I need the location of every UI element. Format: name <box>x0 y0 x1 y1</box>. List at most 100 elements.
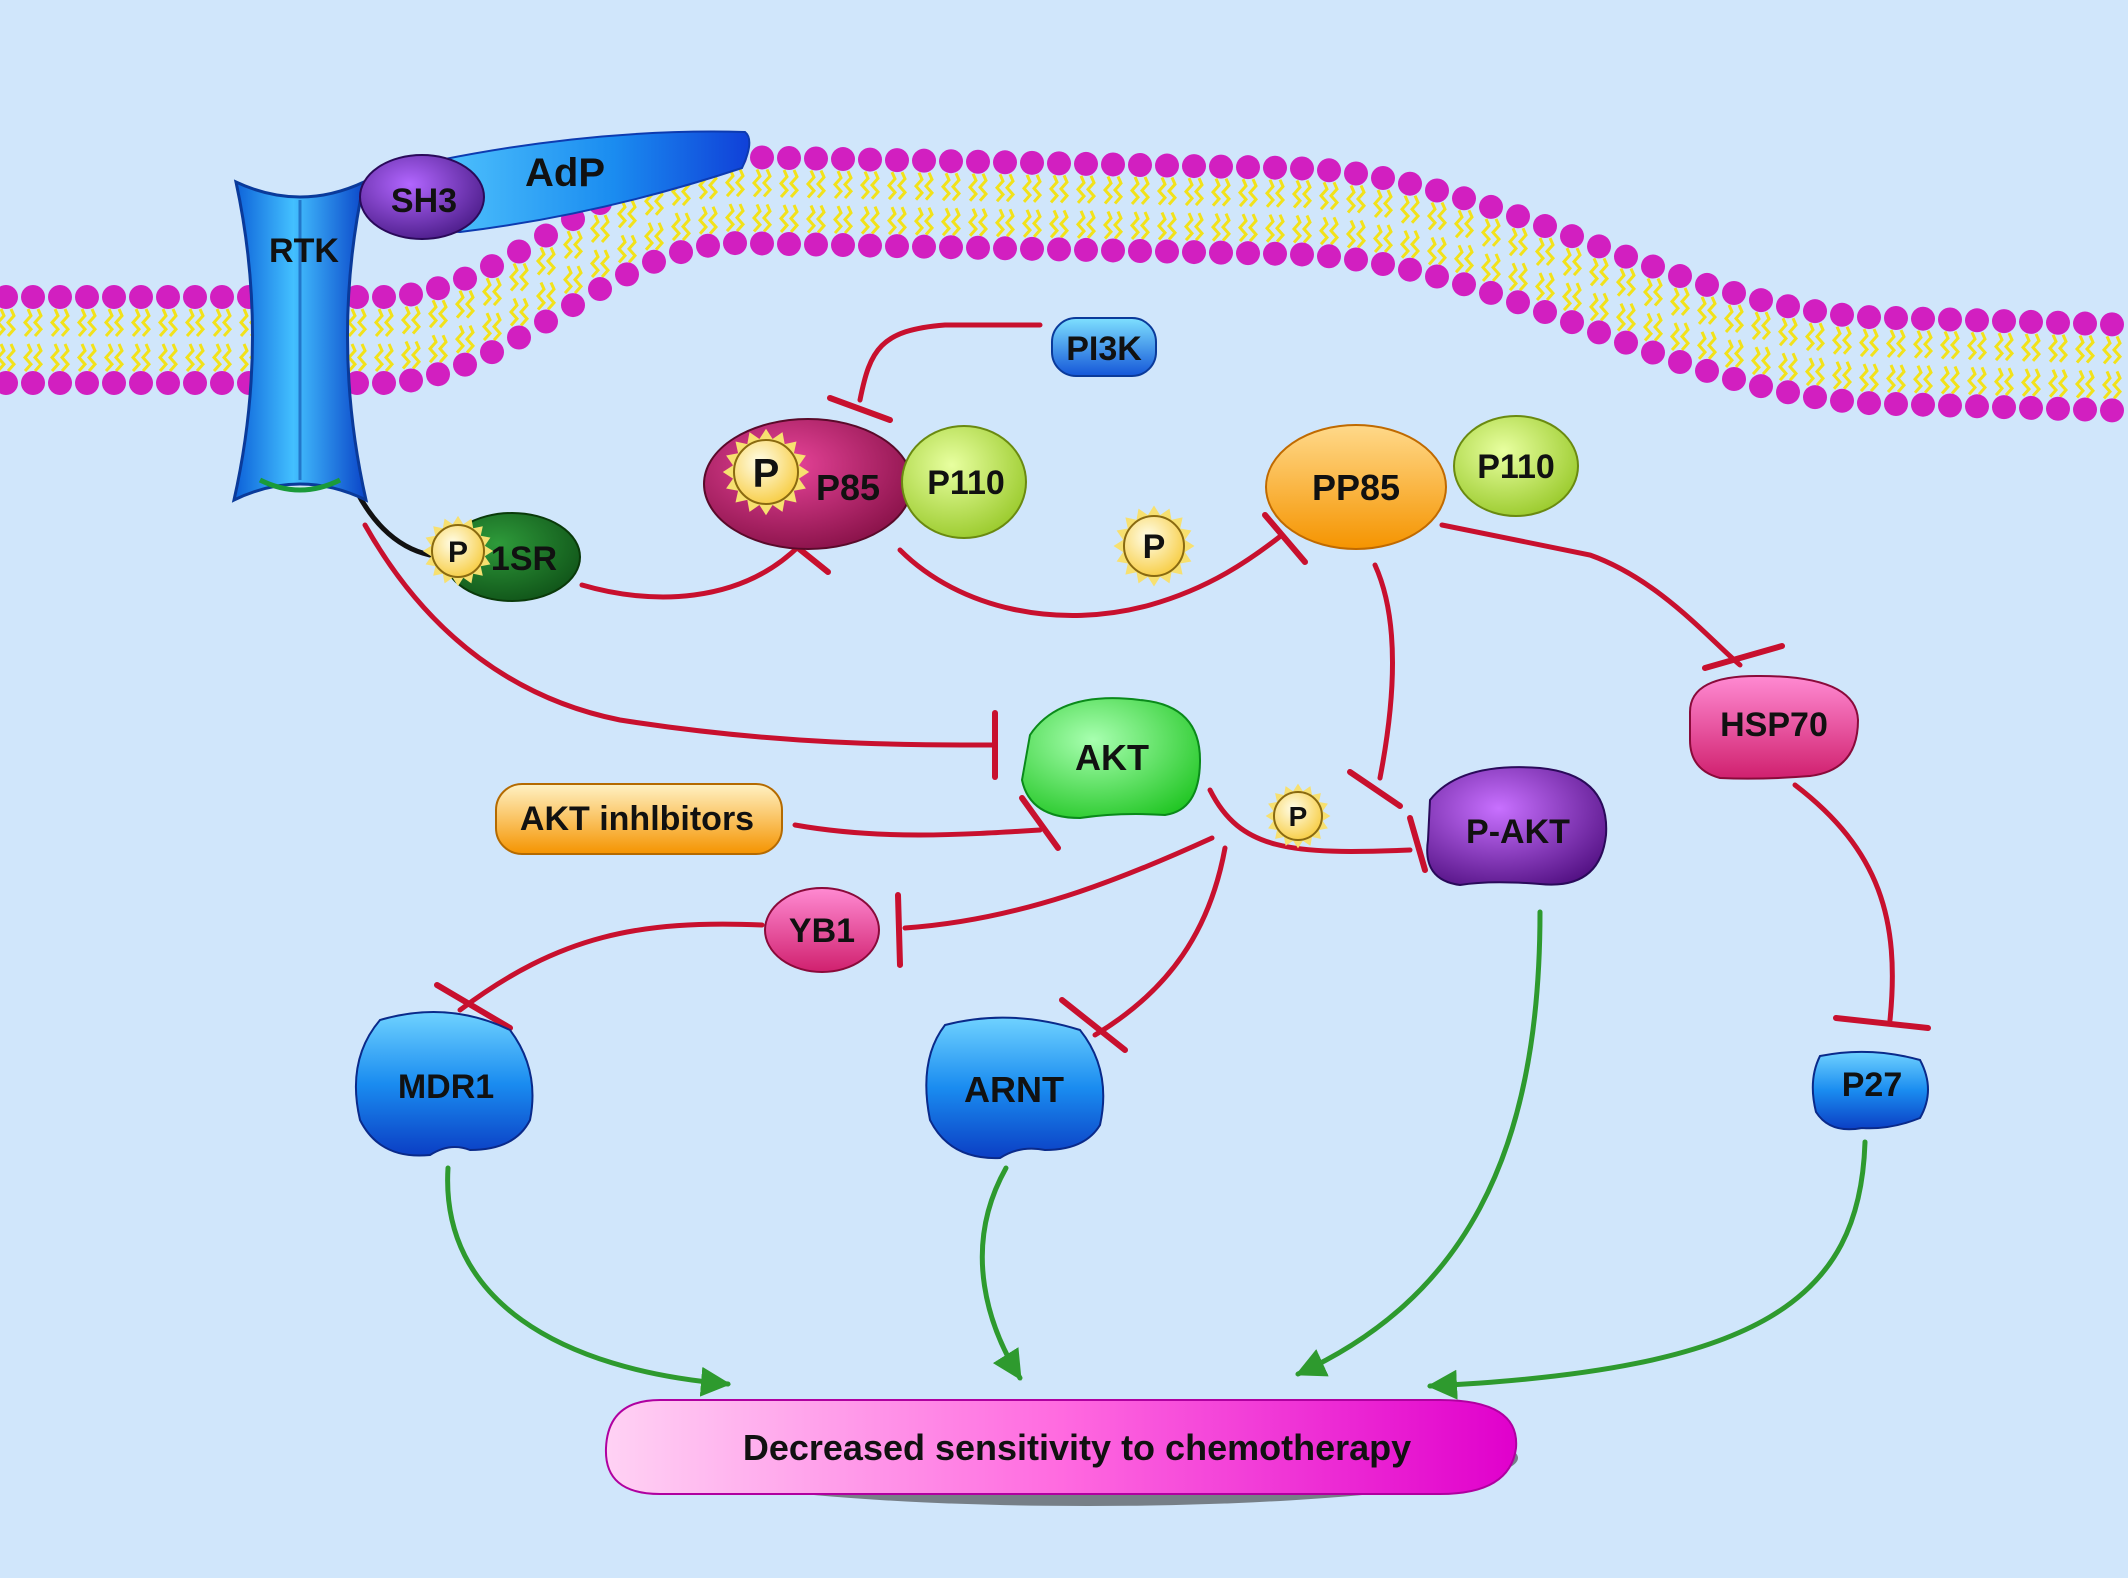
lipid-tail <box>761 203 773 233</box>
lipid-head <box>723 231 747 256</box>
lipid-tail <box>1220 213 1232 242</box>
lipid-head <box>1074 151 1098 176</box>
lipid-tail <box>49 308 61 337</box>
lipid-head <box>1641 340 1665 365</box>
p110-left-label: P110 <box>927 464 1005 502</box>
phospho-badge-akt: P <box>1265 783 1331 849</box>
lipid-head <box>588 277 612 302</box>
edge-mdr1-to-outcome <box>445 1165 731 1397</box>
lipid-head <box>1938 393 1962 418</box>
lipid-tail <box>1804 322 1816 352</box>
lipid-tail <box>1760 346 1772 376</box>
lipid-head <box>2046 310 2070 335</box>
phospho-label: P <box>448 536 468 569</box>
lipid-tail <box>977 208 989 237</box>
lipid-tail <box>1787 317 1799 347</box>
lipid-head <box>912 234 936 259</box>
lipid-tail <box>1625 302 1637 332</box>
lipid-head <box>1830 388 1854 413</box>
lipid-head <box>453 352 477 377</box>
lipid-tail <box>1723 304 1735 333</box>
lipid-tail <box>724 168 736 198</box>
lipid-head <box>102 371 126 395</box>
lipid-tail <box>410 305 422 335</box>
lipid-tail <box>923 207 935 236</box>
lipid-tail <box>1814 322 1826 352</box>
lipid-tail <box>1885 329 1897 358</box>
lipid-head <box>1020 236 1044 261</box>
lipid-tail <box>1021 174 1033 203</box>
lipid-tail <box>86 308 98 337</box>
lipid-tail <box>1571 282 1583 312</box>
lipid-tail <box>859 205 871 235</box>
edge-akt-to-pakt-bar <box>1407 815 1428 873</box>
lipid-tail <box>1588 292 1600 322</box>
lipid-tail <box>1058 174 1070 204</box>
lipid-head <box>156 371 180 395</box>
lipid-tail <box>788 204 800 233</box>
hsp70-label: HSP70 <box>1720 706 1828 744</box>
lipid-head <box>399 368 423 393</box>
lipid-tail <box>1507 227 1519 257</box>
p110-right-label: P110 <box>1477 448 1555 486</box>
lipid-tail <box>437 299 449 329</box>
lipid-tail <box>572 265 584 295</box>
lipid-tail <box>1777 352 1789 382</box>
lipid-head <box>210 285 234 309</box>
lipid-head <box>48 285 72 309</box>
lipid-head <box>1425 178 1449 203</box>
lipid-tail <box>356 343 368 372</box>
lipid-tail <box>1102 175 1114 205</box>
lipid-tail <box>2003 367 2015 397</box>
lipid-tail <box>2030 333 2042 362</box>
lipid-head <box>453 266 477 291</box>
lipid-tail <box>1301 214 1313 244</box>
lipid-tail <box>680 212 692 242</box>
yb1-protein: YB1 <box>764 887 880 973</box>
lipid-tail <box>1139 211 1151 240</box>
lipid-tail <box>1345 219 1357 249</box>
lipid-head <box>2073 397 2097 422</box>
lipid-tail <box>778 204 790 233</box>
lipid-tail <box>1561 247 1573 277</box>
lipid-tail <box>1129 176 1141 205</box>
lipid-tail <box>1210 178 1222 207</box>
irs-label: 1SR <box>491 540 557 578</box>
lipid-tail <box>140 308 152 337</box>
lipid-tail <box>2047 369 2059 398</box>
lipid-head <box>1695 272 1719 297</box>
lipid-tail <box>184 343 196 372</box>
edge-pi3k-to-p85 <box>857 322 1043 403</box>
lipid-head <box>129 371 153 395</box>
lipid-tail <box>1760 311 1772 341</box>
lipid-tail <box>1156 176 1168 206</box>
lipid-head <box>2100 398 2124 423</box>
lipid-tail <box>1048 209 1060 239</box>
lipid-head <box>1128 239 1152 263</box>
lipid-tail <box>238 343 250 372</box>
lipid-tail <box>1480 218 1492 247</box>
lipid-tail <box>1426 236 1438 266</box>
lipid-head <box>1857 305 1881 330</box>
lipid-tail <box>1804 357 1816 387</box>
lipid-head <box>1506 204 1530 229</box>
lipid-head <box>1749 288 1773 313</box>
lipid-tail <box>1544 272 1556 302</box>
lipid-tail <box>1517 227 1529 257</box>
pp85-p110-complex: PP85 P110 <box>1265 415 1579 550</box>
lipid-head <box>1317 244 1341 269</box>
lipid-tail <box>967 173 979 202</box>
lipid-head <box>1614 244 1638 269</box>
lipid-tail <box>1463 209 1475 239</box>
lipid-tail <box>59 308 71 337</box>
lipid-head <box>21 371 45 395</box>
lipid-head <box>1965 394 1989 419</box>
lipid-tail <box>0 308 7 337</box>
lipid-tail <box>1787 352 1799 382</box>
lipid-tail <box>194 343 206 372</box>
lipid-tail <box>2084 334 2096 364</box>
lipid-tail <box>1355 219 1367 249</box>
lipid-tail <box>1409 195 1421 224</box>
lipid-head <box>1506 290 1530 315</box>
